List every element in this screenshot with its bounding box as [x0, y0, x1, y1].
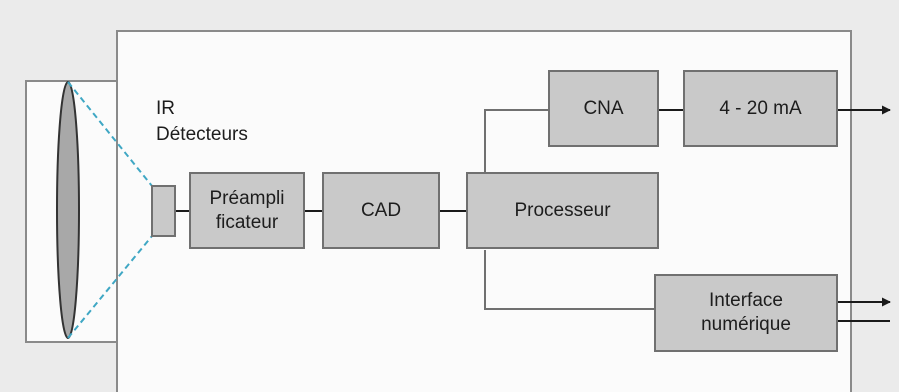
preamplifier-label-line2: ficateur	[215, 211, 279, 233]
digital-interface-block: Interface numérique	[654, 274, 838, 352]
current-output-label: 4 - 20 mA	[719, 97, 802, 119]
processor-label: Processeur	[514, 199, 611, 221]
cad-block: CAD	[322, 172, 440, 249]
current-output-block: 4 - 20 mA	[683, 70, 838, 147]
detector-label: IR Détecteurs	[156, 96, 248, 148]
preamplifier-block: Préampli ficateur	[189, 172, 305, 249]
processor-block: Processeur	[466, 172, 659, 249]
digital-interface-label-line2: numérique	[701, 314, 791, 335]
lens	[56, 81, 80, 339]
detector-label-line2: Détecteurs	[156, 124, 248, 145]
digital-interface-label-line1: Interface	[709, 290, 783, 311]
wire-processeur-to-interface	[484, 250, 656, 310]
cad-label: CAD	[360, 199, 402, 221]
detector-label-line1: IR	[156, 98, 175, 119]
wire-processeur-to-cna	[484, 109, 550, 172]
beam-top	[67, 81, 153, 187]
cna-label: CNA	[583, 97, 624, 119]
preamplifier-label-line1: Préampli	[209, 187, 285, 209]
cna-block: CNA	[548, 70, 659, 147]
beam-bottom	[67, 235, 153, 339]
ir-detector	[151, 185, 176, 237]
